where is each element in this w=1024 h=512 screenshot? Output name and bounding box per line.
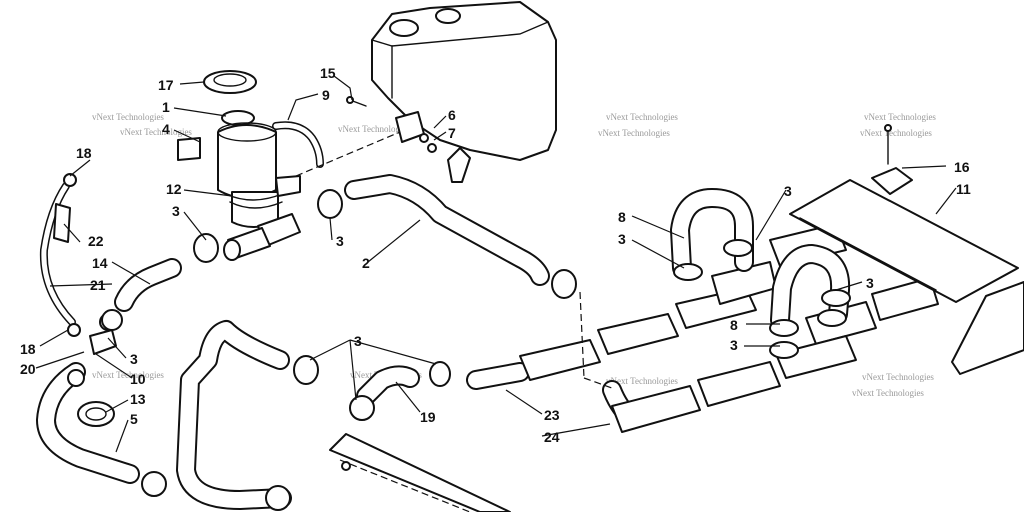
- clamps: [101, 189, 851, 511]
- clamp-13: [77, 401, 115, 427]
- callout-3: 3: [130, 351, 138, 367]
- watermark: vNext Technologies: [606, 112, 678, 122]
- watermark: vNext Technologies: [338, 124, 410, 134]
- callout-11: 11: [956, 181, 971, 197]
- callout-3: 3: [354, 333, 362, 349]
- screw: [346, 96, 367, 107]
- callout-3: 3: [784, 183, 792, 199]
- alignment-lines: [295, 131, 613, 389]
- hose-19: [356, 365, 420, 406]
- watermark: vNext Technologies: [860, 128, 932, 138]
- callout-19: 19: [420, 409, 436, 425]
- vent-line: [39, 173, 81, 337]
- u-tubes: [670, 188, 851, 330]
- clamp: [769, 341, 799, 359]
- callout-8: 8: [730, 317, 738, 333]
- clamp: [769, 319, 799, 337]
- watermark: vNext Technologies: [606, 376, 678, 386]
- watermark: vNext Technologies: [92, 112, 164, 122]
- clamp: [817, 309, 847, 327]
- callouts: 17 15 9 1 4 6 7 18 12 3 3 22 2 14 21 18 …: [20, 65, 971, 445]
- hose-5: [36, 362, 140, 484]
- callout-6: 6: [448, 107, 456, 123]
- callout-8: 8: [618, 209, 626, 225]
- callout-2: 2: [362, 255, 370, 271]
- corrugated-hose: [176, 320, 292, 510]
- frame: [329, 433, 511, 512]
- clamp: [293, 355, 319, 385]
- heat-exchangers: [519, 223, 939, 433]
- leader-lines: [35, 75, 957, 453]
- hose-14: [114, 258, 182, 312]
- clamp: [265, 485, 291, 511]
- callout-17: 17: [158, 77, 174, 93]
- callout-21: 21: [90, 277, 106, 293]
- callout-3: 3: [618, 231, 626, 247]
- watermark: vNext Technologies: [852, 388, 924, 398]
- callout-18: 18: [76, 145, 92, 161]
- clamp: [101, 309, 123, 331]
- callout-22: 22: [88, 233, 104, 249]
- callout-20: 20: [20, 361, 36, 377]
- filler-neck-assembly: [177, 70, 301, 261]
- callout-18: 18: [20, 341, 36, 357]
- callout-7: 7: [448, 125, 456, 141]
- watermark: vNext Technologies: [598, 128, 670, 138]
- callout-3: 3: [172, 203, 180, 219]
- clamp: [193, 233, 219, 263]
- callout-12: 12: [166, 181, 182, 197]
- watermark: vNext Technologies: [864, 112, 936, 122]
- plate-11: [789, 179, 1024, 375]
- callout-3: 3: [730, 337, 738, 353]
- callout-16: 16: [954, 159, 970, 175]
- callout-3: 3: [866, 275, 874, 291]
- overflow-hose: [272, 121, 324, 168]
- clamp: [317, 189, 343, 219]
- callout-1: 1: [162, 99, 170, 115]
- callout-5: 5: [130, 411, 138, 427]
- coolant-tank: [371, 1, 557, 183]
- clamp: [429, 361, 451, 387]
- callout-24: 24: [544, 429, 560, 445]
- clamp: [723, 239, 753, 257]
- callout-3: 3: [336, 233, 344, 249]
- callout-14: 14: [92, 255, 108, 271]
- decal: [177, 137, 201, 161]
- hose-23: [466, 362, 530, 390]
- callout-4: 4: [162, 121, 170, 137]
- clamp: [673, 263, 703, 281]
- clamp: [349, 395, 375, 421]
- watermark: vNext Technologies: [862, 372, 934, 382]
- hose-2: [344, 174, 550, 286]
- callout-23: 23: [544, 407, 560, 423]
- clamp: [821, 289, 851, 307]
- tank-bracket: [395, 111, 437, 153]
- callout-13: 13: [130, 391, 146, 407]
- bolt-16: [871, 124, 913, 195]
- callout-15: 15: [320, 65, 336, 81]
- watermark: vNext Technologies: [120, 127, 192, 137]
- spring: [53, 203, 71, 243]
- clamp: [141, 471, 167, 497]
- clamp: [551, 269, 577, 299]
- filler-neck: [217, 124, 277, 199]
- callout-9: 9: [322, 87, 330, 103]
- callout-10: 10: [130, 371, 146, 387]
